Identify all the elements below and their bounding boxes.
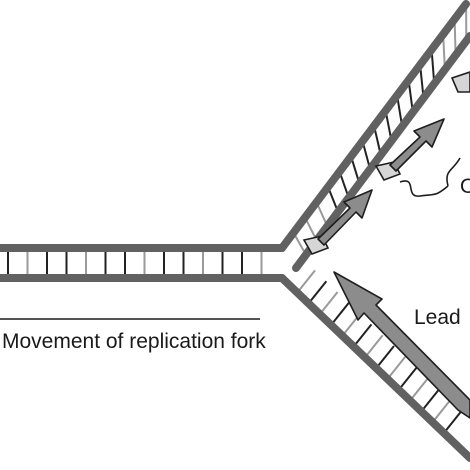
base-pair-rung [444, 410, 463, 432]
base-pair-rung [377, 345, 395, 367]
base-pair-rung [442, 38, 446, 66]
base-pair-rung [339, 174, 349, 195]
base-pair-rung [316, 204, 327, 224]
upper-new-strand [292, 32, 470, 272]
leading-strand-label: Lead [414, 306, 461, 329]
base-pair-rung [385, 114, 392, 138]
base-pair-rung [294, 234, 306, 253]
block-arrow-icon [317, 189, 373, 246]
base-pair-rung [388, 356, 407, 378]
base-pair-rung [320, 291, 339, 313]
movement-label: Movement of replication fork [2, 330, 266, 353]
base-pair-rung [332, 302, 350, 324]
base-pair-rung [309, 280, 328, 302]
base-pair-rung [362, 144, 371, 167]
okazaki-label: O [460, 175, 470, 198]
base-pair-rungs [7, 8, 468, 432]
base-pair-rung [373, 129, 381, 152]
okazaki-fragment-3 [450, 71, 470, 93]
rna-primer-icon [450, 71, 470, 93]
okazaki-fragment-1 [302, 189, 373, 255]
base-pair-rung [396, 99, 403, 123]
base-pair-rung [419, 68, 425, 94]
base-pair-rung [430, 53, 435, 80]
okazaki-fragment-2 [374, 118, 445, 181]
base-pair-rung [408, 83, 414, 109]
block-arrow-icon [389, 118, 445, 172]
base-pair-rung [298, 269, 316, 292]
base-pair-rung [411, 377, 429, 400]
leading-strand-arrow [333, 271, 470, 419]
lagging-strand-fragments [302, 71, 470, 255]
upper-template-strand [278, 0, 470, 252]
base-pair-rung [305, 219, 317, 239]
base-pair-rung [351, 159, 360, 181]
base-pair-rung [365, 334, 384, 356]
base-pair-rung [433, 399, 452, 421]
lower-template-strand [278, 274, 470, 462]
base-pair-rung [453, 23, 457, 51]
base-pair-rung [328, 189, 338, 210]
base-pair-rung [399, 366, 418, 389]
base-pair-rung [422, 388, 440, 410]
base-pair-rung [354, 323, 373, 346]
curly-brace-icon [399, 157, 461, 197]
